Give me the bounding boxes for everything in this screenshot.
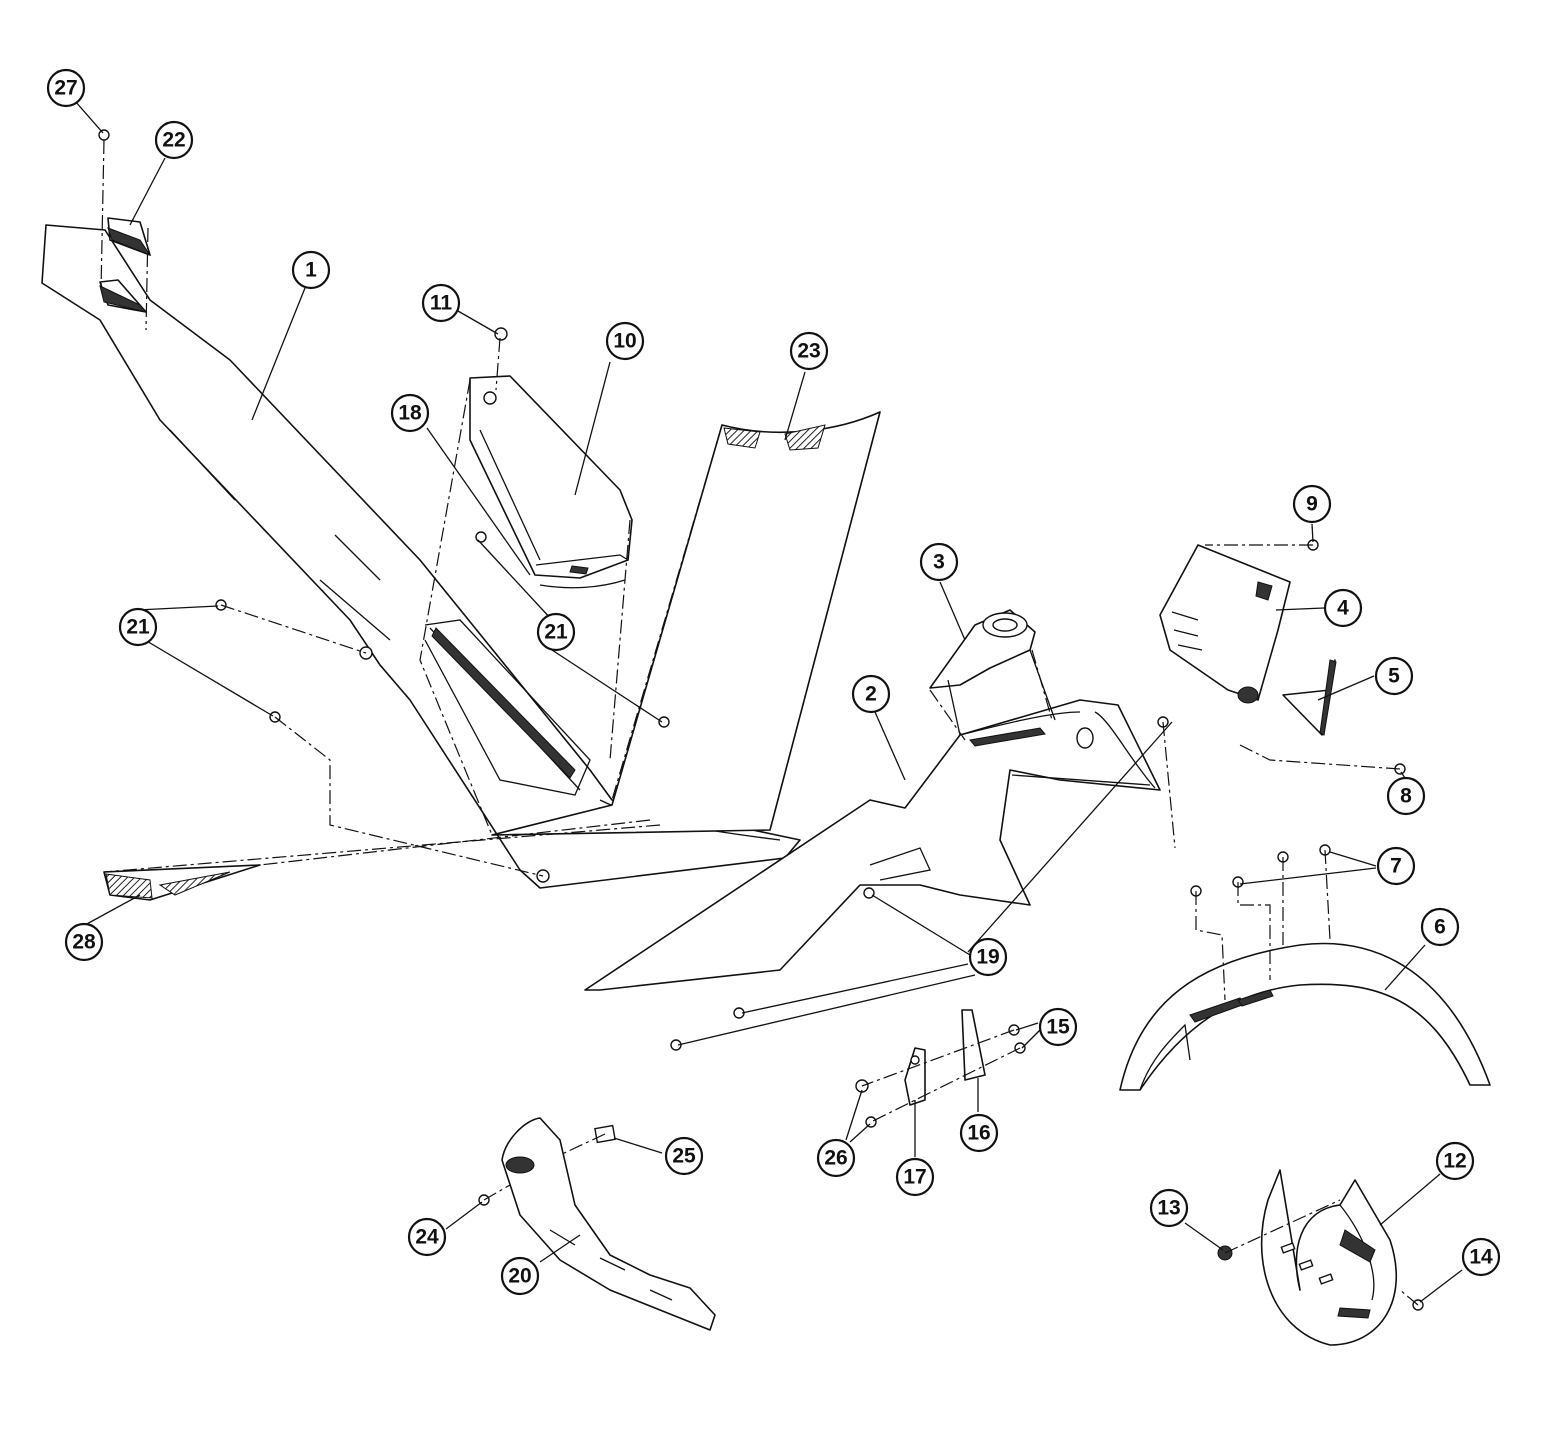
callout-label: 21 [544,621,568,644]
callout-5: 5 [1374,656,1414,696]
callout-17: 17 [895,1157,935,1197]
callout-15: 15 [1038,1007,1078,1047]
callout-27: 27 [46,68,86,108]
callout-label: 10 [613,330,636,353]
callout-23: 23 [789,331,829,371]
callout-28: 28 [64,922,104,962]
callout-label: 7 [1390,855,1402,878]
inner-cover-part [469,375,633,589]
callout-16: 16 [959,1113,999,1153]
callout-4: 4 [1323,588,1363,628]
callout-14: 14 [1461,1237,1501,1277]
callout-20: 20 [500,1256,540,1296]
callout-label: 28 [72,931,96,954]
callout-19: 19 [968,937,1008,977]
callout-11: 11 [421,283,461,323]
callout-label: 6 [1434,916,1446,939]
callout-label: 12 [1443,1150,1466,1173]
callout-label: 13 [1157,1197,1180,1220]
callout-21-left: 21 [118,607,158,647]
disc-guard-part [1260,1169,1398,1346]
callout-label: 1 [305,259,317,282]
callout-7: 7 [1376,846,1416,886]
callout-2: 2 [851,674,891,714]
callout-label: 5 [1388,665,1400,688]
callout-26: 26 [816,1138,856,1178]
callout-6: 6 [1420,907,1460,947]
alignment-lines [100,139,1419,1306]
front-fender-part [1119,942,1491,1091]
callout-3: 3 [919,542,959,582]
callout-label: 9 [1306,493,1318,516]
callout-label: 16 [967,1122,990,1145]
callout-12: 12 [1435,1141,1475,1181]
callout-label: 18 [398,402,422,425]
callout-10: 10 [605,321,645,361]
callout-label: 19 [976,946,999,969]
callout-label: 2 [865,683,877,706]
callout-label: 4 [1337,597,1349,620]
callout-label: 21 [126,616,150,639]
callout-1: 1 [291,250,331,290]
mount-brackets-part [904,1009,986,1106]
callout-label: 8 [1400,785,1412,808]
callout-8: 8 [1386,776,1426,816]
callout-label: 14 [1469,1246,1493,1269]
bracket-cover-part [1159,544,1291,704]
callout-21-center: 21 [536,612,576,652]
filler-neck-part [929,609,1056,736]
callout-25: 25 [664,1136,704,1176]
callout-label: 23 [797,340,820,363]
callout-22: 22 [154,120,194,160]
callout-label: 20 [508,1265,531,1288]
callout-label: 15 [1046,1016,1070,1039]
callout-label: 27 [54,77,77,100]
callout-label: 11 [430,292,453,315]
callout-label: 25 [672,1145,696,1168]
small-plate-part [1282,659,1337,736]
callout-label: 17 [903,1166,926,1189]
callout-18: 18 [390,393,430,433]
front-trim-part [103,864,261,901]
callout-13: 13 [1149,1188,1189,1228]
callout-label: 22 [162,129,185,152]
leader-lines [74,100,1463,1303]
chain-guard-part [501,1117,716,1331]
callout-label: 3 [933,551,945,574]
callout-9: 9 [1292,484,1332,524]
callout-24: 24 [407,1217,447,1257]
callout-label: 24 [415,1226,439,1249]
lower-shell-part [584,699,1161,991]
callout-label: 26 [824,1147,847,1170]
